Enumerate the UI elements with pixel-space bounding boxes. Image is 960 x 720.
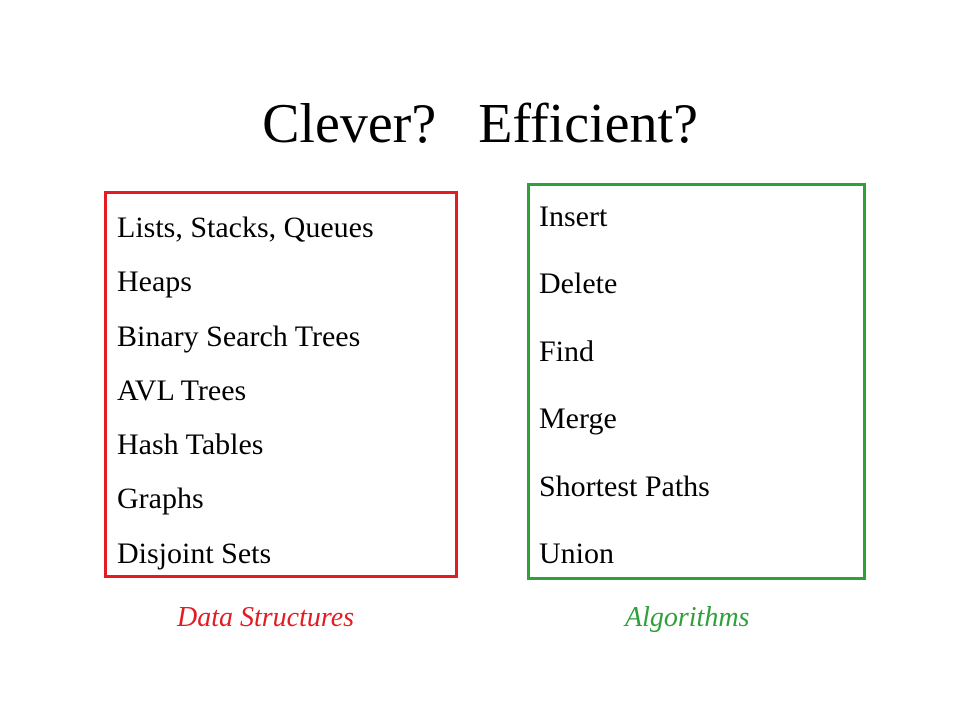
algorithm-item: Insert [539,200,608,233]
algorithm-item: Union [539,537,614,571]
data-structures-caption: Data Structures [177,602,355,633]
data-structure-item: Binary Search Trees [117,319,361,353]
algorithm-item: Find [539,334,595,368]
data-structure-item: AVL Trees [117,373,247,407]
data-structures-box: Lists, Stacks, Queues Heaps Binary Searc… [104,191,458,578]
algorithm-item: Merge [539,402,617,436]
algorithms-caption: Algorithms [625,602,750,633]
slide-title: Clever? Efficient? [262,93,698,155]
data-structure-item: Heaps [117,265,192,299]
algorithms-box: Insert Delete Find Merge Shortest Paths … [527,183,866,580]
algorithm-item: Delete [539,267,618,301]
data-structure-item: Hash Tables [117,428,264,462]
data-structure-item: Disjoint Sets [117,536,272,570]
algorithm-item: Shortest Paths [539,469,710,503]
data-structure-item: Lists, Stacks, Queues [117,211,374,244]
data-structures-list: Lists, Stacks, Queues Heaps Binary Searc… [117,201,374,581]
algorithms-list: Insert Delete Find Merge Shortest Paths … [539,183,710,587]
data-structure-item: Graphs [117,482,204,516]
